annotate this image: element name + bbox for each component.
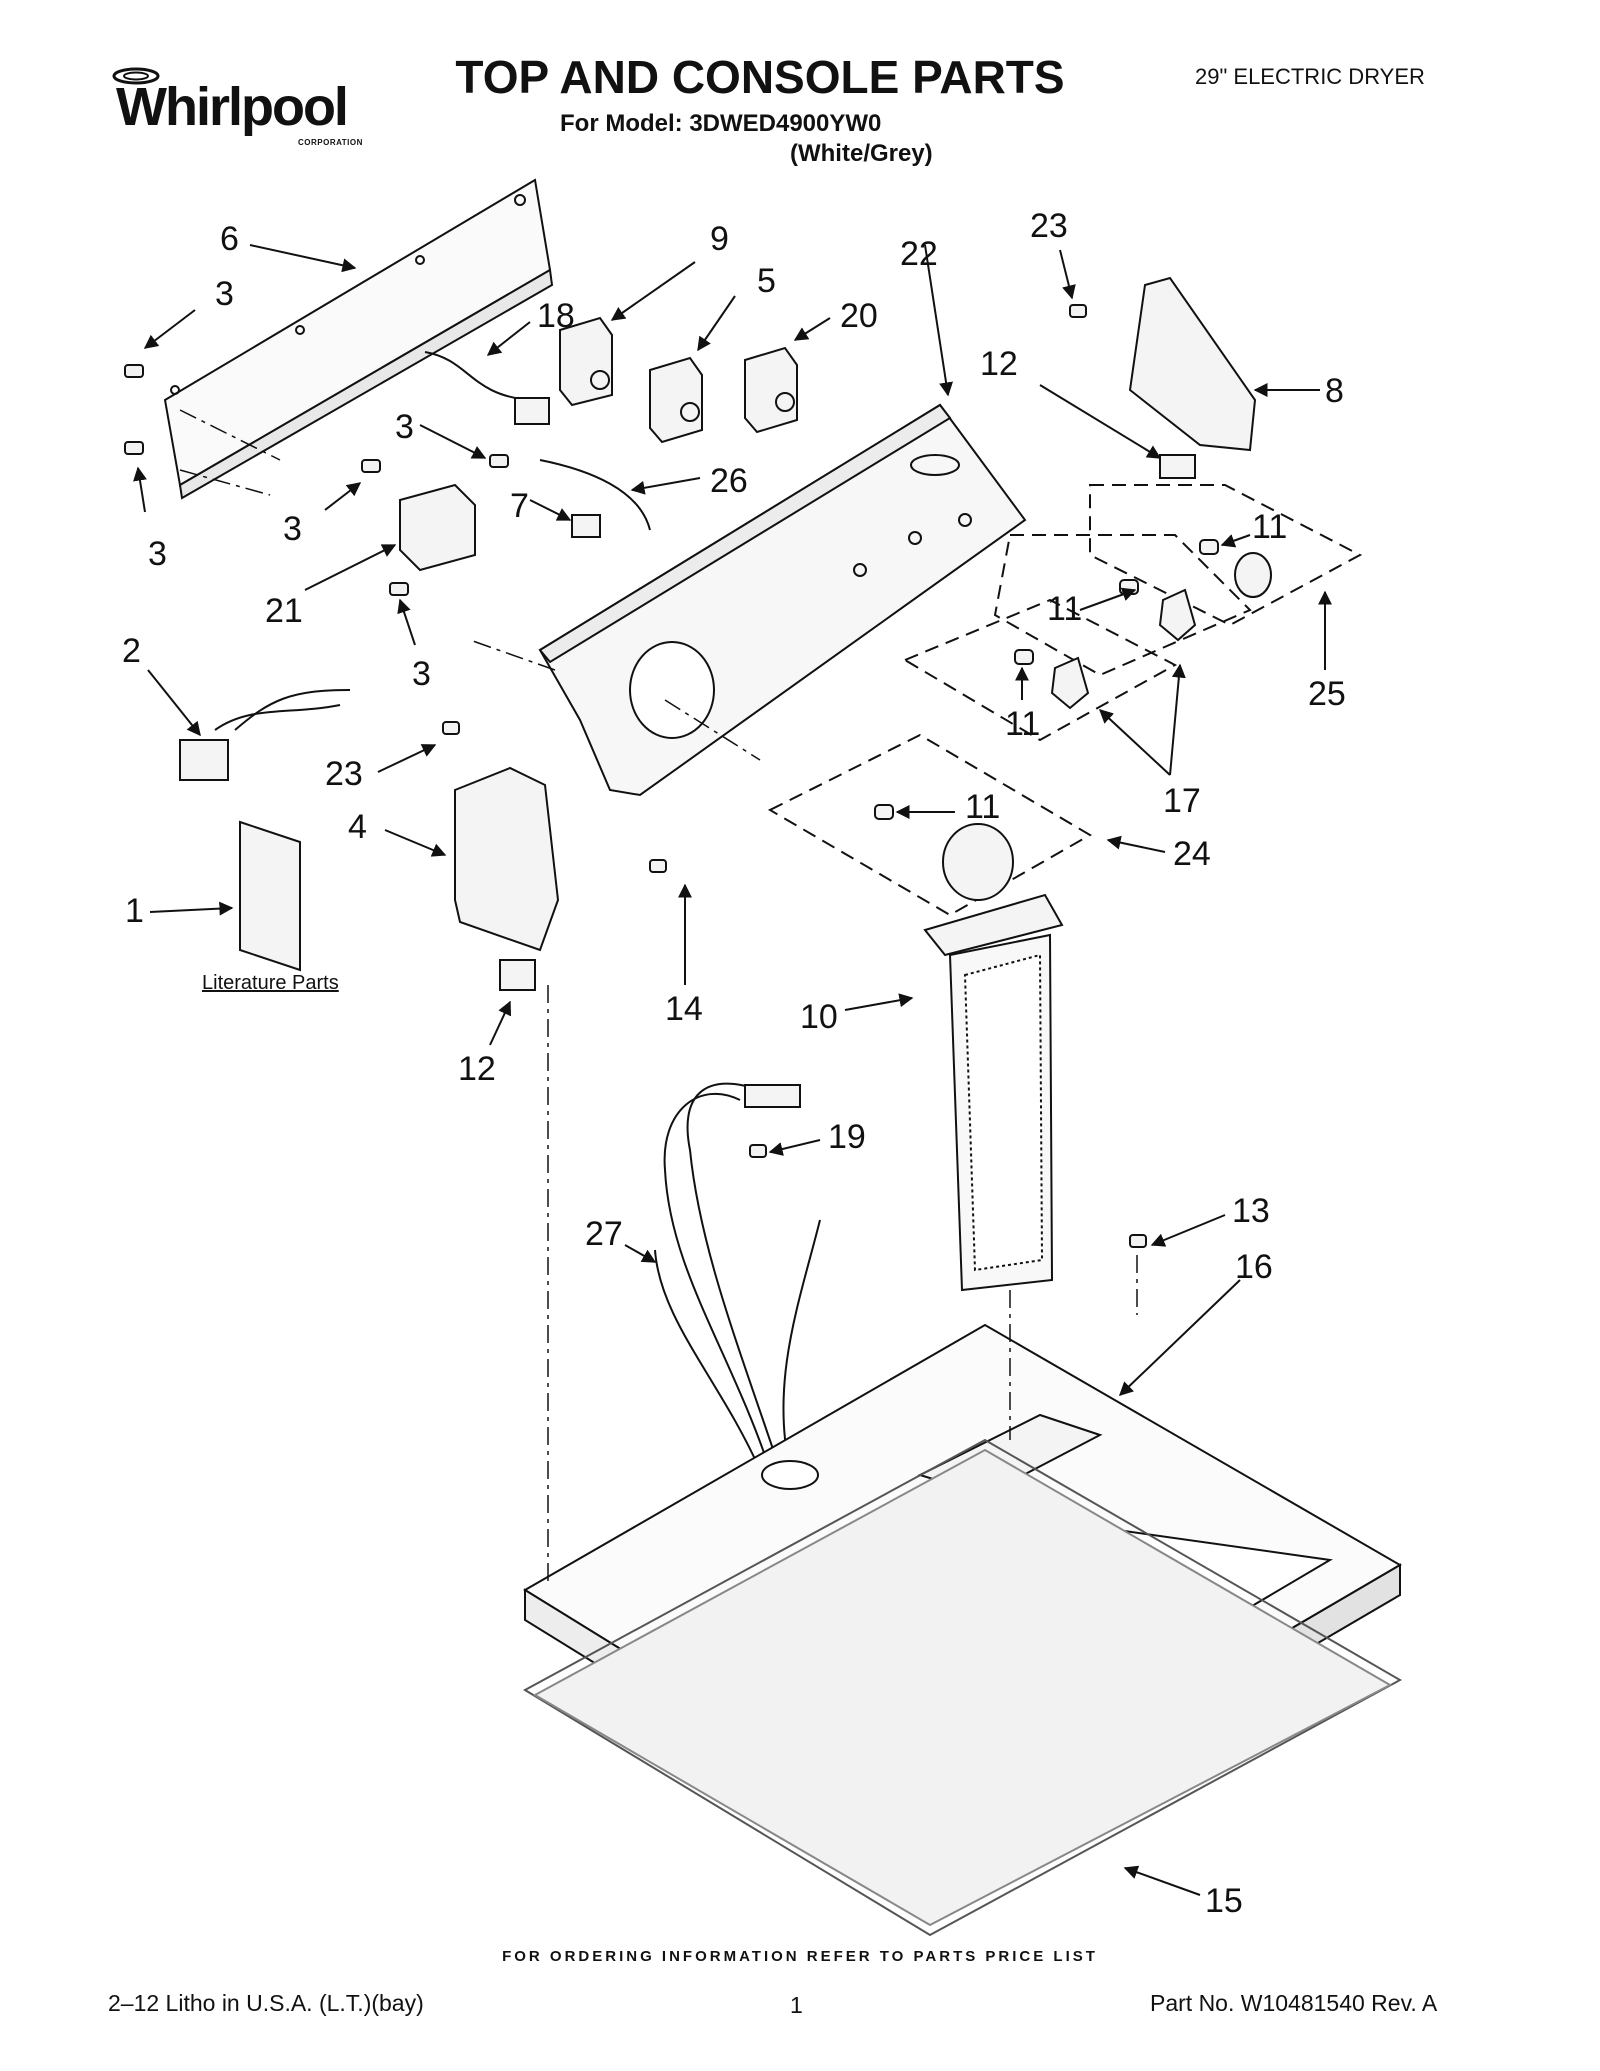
- harness-18-part: [424, 351, 531, 401]
- callout-label: 23: [325, 755, 363, 793]
- lint-screen-part: [923, 893, 1064, 1292]
- callout-label: 18: [537, 297, 575, 335]
- callout-label: 11: [1047, 590, 1082, 628]
- callout-label: 3: [148, 535, 167, 573]
- logo-corporation: CORPORATION: [298, 138, 363, 147]
- knob-parts: [874, 539, 1272, 901]
- callout-label: 16: [1235, 1248, 1273, 1286]
- callout-label: 14: [665, 990, 703, 1028]
- callout-label: 21: [265, 592, 303, 630]
- callout-label: 27: [585, 1215, 623, 1253]
- callout-label: 26: [710, 462, 748, 500]
- callout-label: 20: [840, 297, 878, 335]
- end-cap-left-part: [454, 766, 560, 952]
- callout-label: 10: [800, 998, 838, 1036]
- alignment-leader-lines: [179, 409, 1138, 1585]
- callout-label: 25: [1308, 675, 1346, 713]
- rotary-switch-parts: [559, 316, 798, 444]
- literature-parts-label: Literature Parts: [202, 972, 339, 994]
- callout-label: 11: [1252, 508, 1287, 546]
- callout-label: 6: [220, 220, 239, 258]
- model-line: For Model: 3DWED4900YW0: [560, 110, 882, 137]
- top-base-part: [522, 1438, 1403, 1937]
- callout-label: 24: [1173, 835, 1211, 873]
- callout-label: 11: [965, 788, 1000, 826]
- callout-label: 2: [122, 632, 141, 670]
- callout-label: 1: [125, 892, 144, 930]
- literature-part: [239, 820, 301, 972]
- page-title: TOP AND CONSOLE PARTS: [455, 51, 1065, 103]
- screw-parts: [124, 364, 509, 596]
- callout-label: 12: [458, 1050, 496, 1088]
- rear-bracket-part: [163, 178, 554, 500]
- whirlpool-logo: Whirlpool CORPORATION: [108, 62, 362, 162]
- callout-label: 7: [510, 487, 529, 525]
- callout-label: 8: [1325, 372, 1344, 410]
- timer-part: [399, 483, 476, 572]
- product-subtitle: 29" ELECTRIC DRYER: [1195, 64, 1425, 89]
- callout-label: 11: [1005, 705, 1040, 743]
- callout-label: 3: [412, 655, 431, 693]
- main-harness-part: [654, 1082, 821, 1471]
- logo-swirl-icon: [112, 67, 160, 85]
- callout-label: 19: [828, 1118, 866, 1156]
- callout-label: 15: [1205, 1882, 1243, 1920]
- callout-label: 12: [980, 345, 1018, 383]
- callout-label: 3: [215, 275, 234, 313]
- callout-label: 17: [1163, 782, 1201, 820]
- wire-26-part: [539, 459, 651, 531]
- logo-wordmark: Whirlpool: [116, 77, 349, 137]
- callout-label: 3: [283, 510, 302, 548]
- callout-label: 4: [348, 808, 367, 846]
- part-number: Part No. W10481540 Rev. A: [1150, 1990, 1438, 2016]
- callout-label: 13: [1232, 1192, 1270, 1230]
- ordering-note: FOR ORDERING INFORMATION REFER TO PARTS …: [502, 1948, 1098, 1965]
- callout-label: 5: [757, 262, 776, 300]
- callout-label: 22: [900, 235, 938, 273]
- callout-label: 23: [1030, 207, 1068, 245]
- color-line: (White/Grey): [790, 140, 933, 167]
- end-cap-right-part: [1128, 276, 1257, 452]
- part-7: [571, 514, 601, 538]
- page-number: 1: [790, 1992, 803, 2018]
- callout-label: 3: [395, 408, 414, 446]
- harness-2-part: [234, 689, 351, 731]
- console-panel-part: [538, 403, 1027, 797]
- litho-note: 2–12 Litho in U.S.A. (L.T.)(bay): [108, 1990, 424, 2016]
- callout-label: 9: [710, 220, 729, 258]
- callout-labels: 6 3 3 3 3 3 9 5 20 18 26 7 21 22 23 12 8…: [122, 207, 1346, 1920]
